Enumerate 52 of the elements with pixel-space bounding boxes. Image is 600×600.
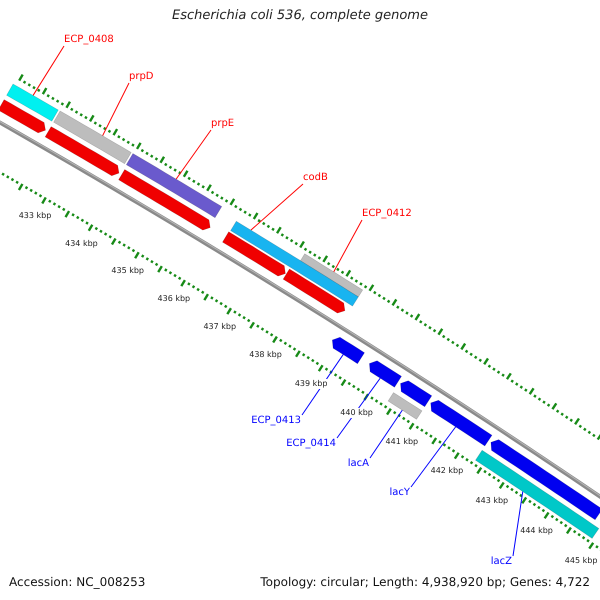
leader-line: [302, 354, 344, 416]
leader-line: [410, 426, 456, 488]
leader-line: [32, 46, 64, 96]
scale-label: 443 kbp: [476, 496, 508, 506]
leader-line: [176, 130, 212, 180]
leader-line: [250, 184, 304, 231]
gene-bar: [230, 220, 359, 307]
genome-stats-note: Topology: circular; Length: 4,938,920 bp; Genes: 4,722: [260, 575, 590, 589]
gene-label: lacA: [348, 458, 369, 470]
gene-feature: [430, 400, 492, 446]
accession-note: Accession: NC_008253: [9, 575, 146, 589]
scale-label: 444 kbp: [520, 526, 553, 536]
gene-label: prpE: [211, 118, 234, 130]
leader-line: [333, 220, 362, 272]
gene-feature: [369, 360, 402, 388]
scale-label: 437 kbp: [203, 322, 236, 332]
gene-label: ECP_0408: [64, 34, 114, 46]
gene-feature: [0, 99, 46, 134]
gene-bar: [126, 153, 222, 218]
gene-label: lacY: [389, 487, 410, 499]
gene-label: codB: [303, 172, 328, 184]
gene-label: ECP_0413: [251, 415, 301, 427]
scale-label: 442 kbp: [430, 466, 464, 476]
gene-feature: [282, 268, 346, 314]
gene-feature: [222, 231, 286, 276]
scale-label: 445 kbp: [564, 556, 598, 566]
scale-label: 440 kbp: [340, 408, 373, 418]
gene-bar: [388, 392, 422, 420]
leader-line: [102, 82, 130, 136]
scale-label: 438 kbp: [249, 350, 282, 360]
gene-label: lacZ: [490, 556, 512, 568]
scale-label: 434 kbp: [65, 238, 98, 249]
scale-label: 433 kbp: [18, 211, 52, 222]
leader-line: [512, 491, 524, 556]
scale-label: 436 kbp: [158, 294, 190, 304]
gene-label: ECP_0412: [362, 208, 412, 220]
gene-label: prpD: [129, 71, 154, 83]
title: Escherichia coli 536, complete genome: [171, 8, 429, 23]
gene-feature: [400, 380, 432, 408]
gene-bar: [475, 450, 600, 539]
gene-bar: [300, 253, 364, 298]
scale-label: 435 kbp: [111, 266, 144, 276]
gene-feature: [332, 336, 365, 364]
leader-line: [370, 410, 403, 458]
gene-feature: [44, 126, 120, 176]
gene-feature: [118, 169, 211, 230]
gene-bar: [6, 84, 59, 122]
scale-label: 439 kbp: [294, 378, 328, 389]
gene-label: ECP_0414: [286, 438, 336, 450]
scale-label: 441 kbp: [386, 436, 418, 447]
gene-feature: [490, 439, 600, 520]
gene-bar: [53, 110, 132, 164]
